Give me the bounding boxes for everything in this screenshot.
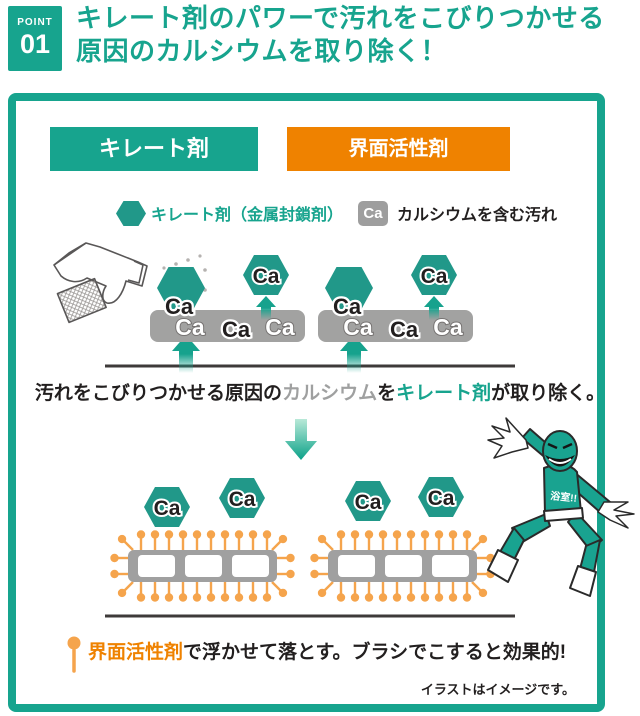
point-badge-label: POINT bbox=[17, 17, 53, 28]
dirt-window bbox=[185, 555, 222, 577]
surfactant-header: 界面活性剤 bbox=[287, 127, 510, 171]
page-title-line2: 原因のカルシウムを取り除く！ bbox=[76, 36, 448, 66]
dirt-window bbox=[385, 555, 422, 577]
legend-calcium-label: カルシウムを含む汚れ bbox=[397, 207, 558, 224]
ca-label: Ca bbox=[343, 314, 373, 340]
point-badge-number: 01 bbox=[19, 29, 51, 59]
caption2-surfactant: 界面活性剤 bbox=[88, 642, 184, 663]
content-card bbox=[8, 93, 605, 712]
dirt-group-2: Ca Ca Ca Ca Ca bbox=[318, 255, 473, 373]
ca-label: Ca bbox=[229, 488, 256, 511]
ca-label: Ca bbox=[222, 317, 251, 342]
caption1-post: が取り除く。 bbox=[491, 383, 606, 404]
lifted-dirt-group-1: Ca Ca bbox=[109, 478, 296, 603]
caption1-pre: 汚れをこびりつかせる原因の bbox=[34, 383, 283, 404]
lifted-dirt-group-2: Ca Ca bbox=[309, 477, 496, 603]
chelate-header: キレート剤 bbox=[50, 127, 258, 171]
page-title: キレート剤のパワーで汚れをこびりつかせる 原因のカルシウムを取り除く！ bbox=[76, 2, 636, 68]
legend-ca-chip: Ca bbox=[358, 200, 389, 226]
ca-label: Ca bbox=[333, 294, 362, 319]
legend-chelate-label: キレート剤（金属封鎖剤） bbox=[151, 207, 344, 224]
dirt-window bbox=[138, 555, 175, 577]
page-title-line1: キレート剤のパワーで汚れをこびりつかせる bbox=[76, 3, 605, 33]
dirt-window bbox=[232, 555, 269, 577]
chelate-diagram: Ca Ca Ca Ca Ca Ca Ca Ca Ca Ca bbox=[53, 242, 515, 373]
dirt-window bbox=[338, 555, 375, 577]
dirt-group-1: Ca Ca Ca Ca Ca bbox=[150, 255, 305, 373]
illustration-note: イラストはイメージです。 bbox=[420, 682, 575, 697]
ca-label: Ca bbox=[154, 497, 181, 520]
surfactant-caption: 界面活性剤で浮かせて落とす。ブラシでこすると効果的! bbox=[88, 637, 566, 664]
ca-label: Ca bbox=[390, 317, 419, 342]
ca-label: Ca bbox=[421, 265, 448, 288]
mascot-hand bbox=[487, 417, 529, 459]
surfactant-pin-icon bbox=[67, 636, 81, 673]
ca-label: Ca bbox=[165, 294, 194, 319]
ca-label: Ca bbox=[428, 487, 455, 510]
ca-label: Ca bbox=[253, 265, 280, 288]
ca-label: Ca bbox=[175, 314, 205, 340]
mascot-hand bbox=[597, 501, 635, 529]
mascot-boot bbox=[569, 565, 597, 597]
surfactant-diagram: Ca Ca Ca Ca bbox=[105, 477, 515, 618]
ca-label: Ca bbox=[355, 491, 382, 514]
mascot-chest-text: 浴室!! bbox=[550, 489, 578, 505]
spray-bottle-icon bbox=[53, 242, 148, 324]
caption1-particle: を bbox=[377, 383, 397, 404]
mascot-boot bbox=[487, 549, 519, 583]
mascot-belt bbox=[543, 507, 584, 522]
caption2-rest: で浮かせて落とす。ブラシでこすると効果的! bbox=[183, 642, 567, 663]
point-badge: POINT 01 bbox=[8, 6, 62, 71]
caption1-chelate: キレート剤 bbox=[396, 383, 492, 404]
ca-label: Ca bbox=[433, 314, 463, 340]
caption1-calcium: カルシウム bbox=[282, 383, 378, 404]
legend: キレート剤（金属封鎖剤） Ca カルシウムを含む汚れ bbox=[116, 199, 557, 227]
chelate-hexagon-icon bbox=[116, 200, 146, 226]
down-arrow-icon bbox=[285, 419, 317, 460]
mascot-illustration: 浴室!! bbox=[487, 417, 635, 597]
dirt-window bbox=[432, 555, 469, 577]
chelate-caption: 汚れをこびりつかせる原因のカルシウムをキレート剤が取り除く。 bbox=[0, 378, 640, 405]
